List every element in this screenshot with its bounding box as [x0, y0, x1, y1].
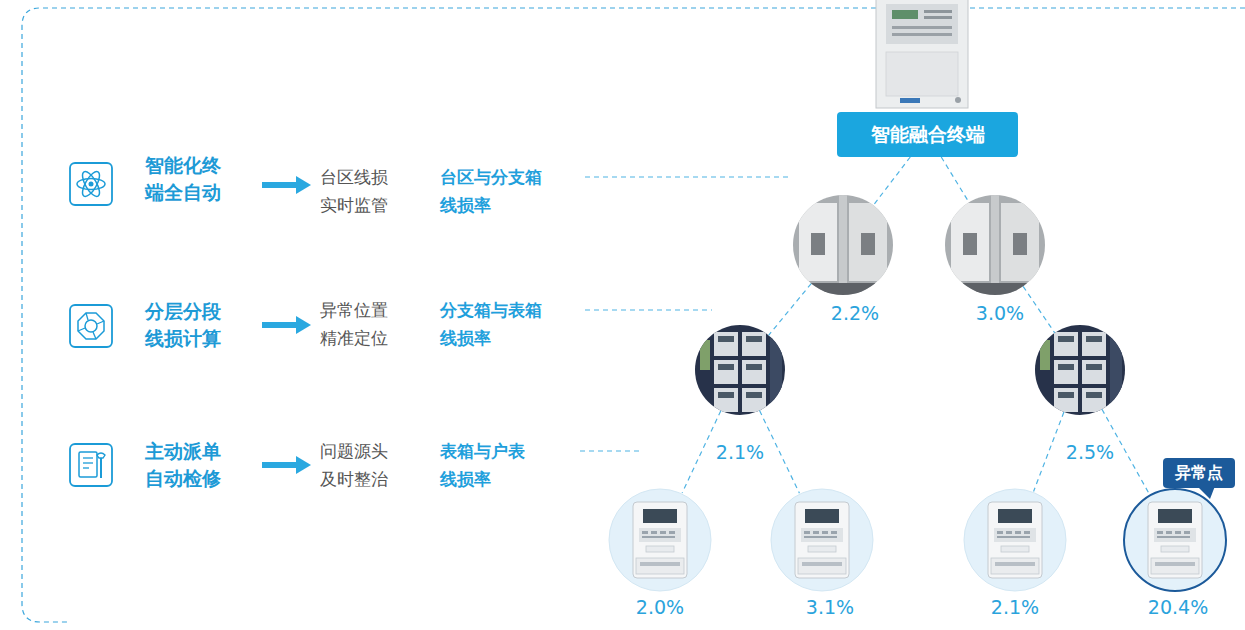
circle-outline — [793, 195, 893, 295]
feature-icon — [70, 305, 112, 347]
loss-rate-scope: 台区与分支箱 线损率 — [440, 163, 542, 219]
circle-outline — [945, 195, 1045, 295]
loss-rate-value: 3.0% — [974, 302, 1026, 325]
connector — [1023, 286, 1055, 332]
connector — [941, 157, 969, 202]
circle-border — [964, 489, 1066, 591]
anomaly-meter-circle: 20.4% — [1123, 488, 1227, 592]
feature-icon — [70, 444, 112, 486]
loss-rate-value: 3.1% — [804, 596, 856, 619]
terminal-name: 智能融合终端 — [871, 123, 985, 147]
feature-description: 异常位置 精准定位 — [320, 296, 388, 352]
connector — [1034, 412, 1064, 491]
household-meter-circle: 3.1% — [770, 488, 874, 592]
loss-rate-value: 2.1% — [714, 441, 766, 464]
circle-border — [946, 196, 1044, 294]
loss-rate-scope: 表箱与户表 线损率 — [440, 437, 525, 493]
feature-description: 问题源头 及时整治 — [320, 437, 388, 493]
circle-outline — [608, 488, 712, 592]
anomaly-label: 异常点 — [1175, 463, 1223, 483]
anomaly-tag: 异常点 — [1163, 458, 1235, 488]
circle-outline — [1123, 488, 1227, 592]
circle-border — [1036, 326, 1124, 414]
loss-rate-value: 2.1% — [989, 596, 1041, 619]
meter-box-circle: 2.5% — [1035, 325, 1125, 415]
circle-border — [1124, 489, 1226, 591]
circle-border — [771, 489, 873, 591]
household-meter-photo — [609, 489, 1226, 591]
connector — [873, 157, 910, 205]
branch-box-photo — [793, 195, 1045, 295]
circle-border — [794, 196, 892, 294]
leader-line — [580, 177, 790, 451]
branch-box-circle: 2.2% — [793, 195, 893, 295]
feature-title: 智能化终 端全自动 — [145, 152, 221, 206]
circle-outline — [770, 488, 874, 592]
feature-icon — [70, 163, 112, 205]
circle-border — [696, 326, 784, 414]
branch-box-circle: 3.0% — [945, 195, 1045, 295]
terminal-device — [876, 0, 968, 108]
circle-outline — [963, 488, 1067, 592]
meter-box-photo — [695, 325, 1125, 415]
household-meter-circle: 2.1% — [963, 488, 1067, 592]
loss-rate-value: 2.0% — [634, 596, 686, 619]
feature-description: 台区线损 实时监管 — [320, 163, 388, 219]
household-meter-circle: 2.0% — [608, 488, 712, 592]
loss-rate-value: 2.5% — [1064, 441, 1116, 464]
loss-rate-value: 2.2% — [829, 302, 881, 325]
loss-rate-value: 20.4% — [1146, 596, 1210, 619]
dashed-frame — [22, 8, 1245, 622]
right-arrow — [262, 176, 311, 474]
circle-border — [609, 489, 711, 591]
circle-outline — [695, 325, 785, 415]
connector — [769, 284, 812, 336]
feature-title: 分层分段 线损计算 — [145, 298, 221, 352]
circle-outline — [1035, 325, 1125, 415]
loss-rate-scope: 分支箱与表箱 线损率 — [440, 296, 542, 352]
feature-title: 主动派单 自动检修 — [145, 438, 221, 492]
terminal-label-box: 智能融合终端 — [837, 112, 1018, 157]
meter-box-circle: 2.1% — [695, 325, 785, 415]
